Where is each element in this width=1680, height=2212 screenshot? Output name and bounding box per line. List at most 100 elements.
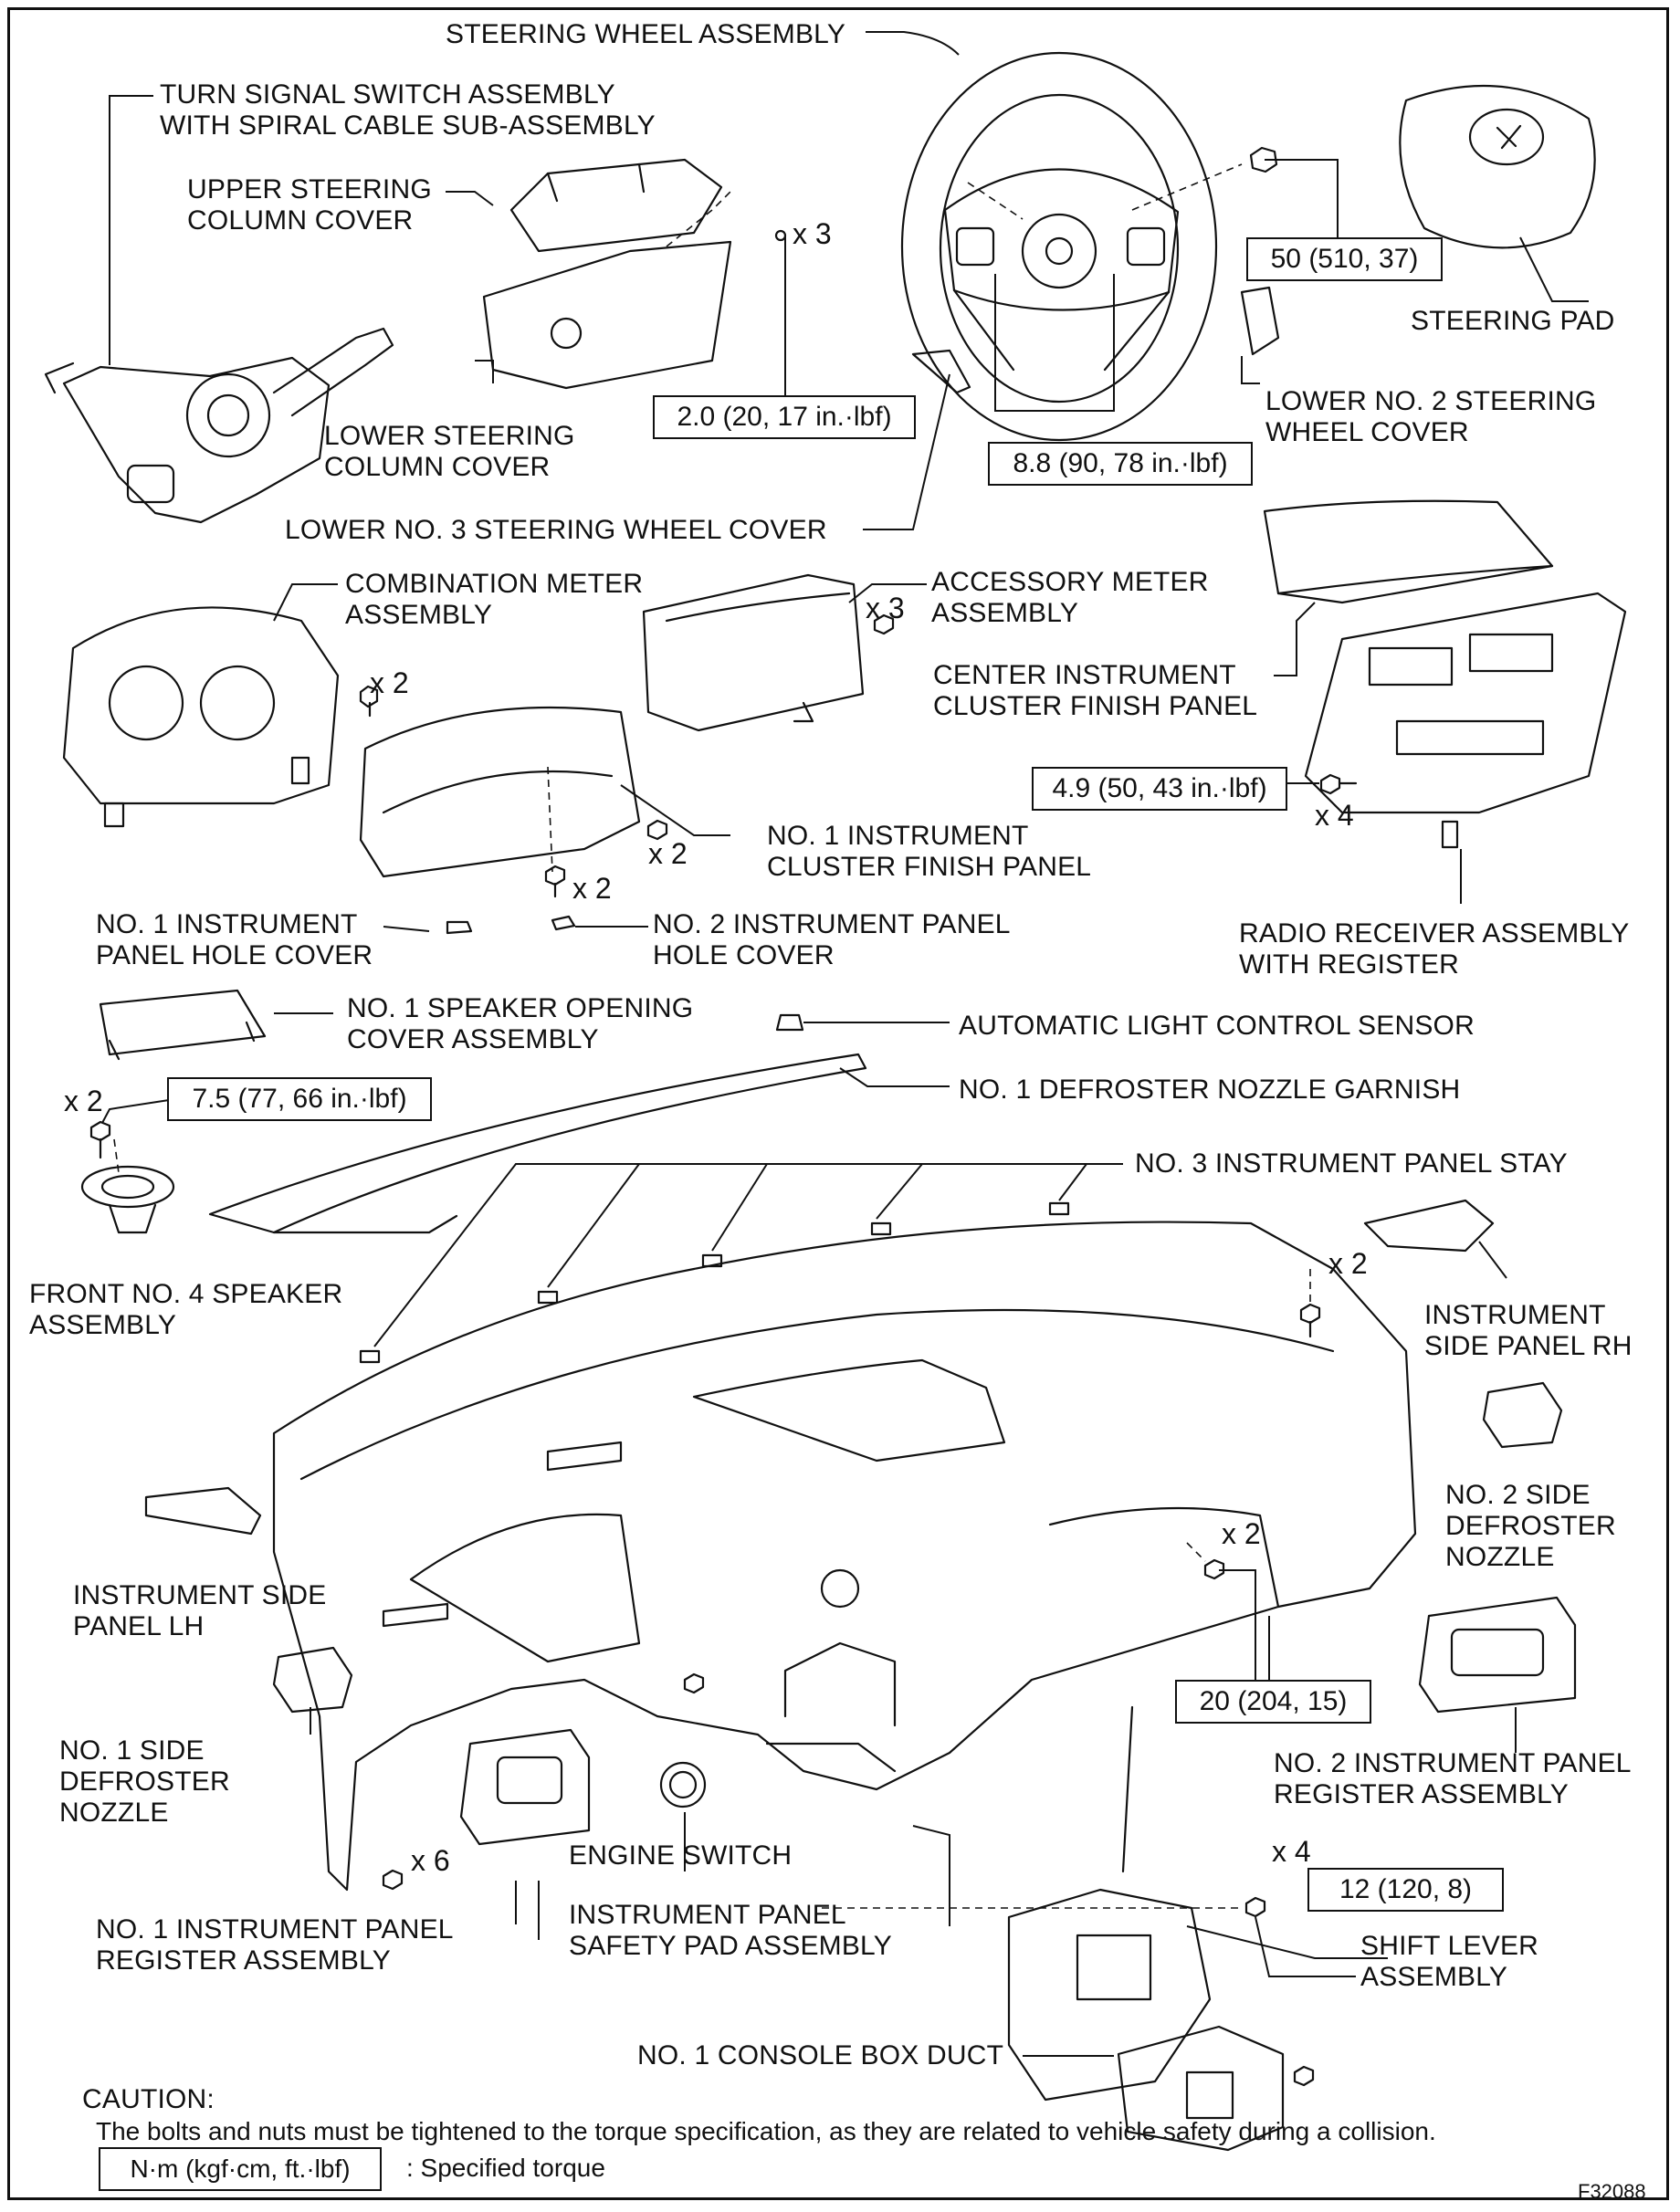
accessory-meter-illustration [642, 573, 865, 732]
label-upper-cover-1: UPPER STEERING [187, 174, 432, 204]
count-accessory-screws: x 3 [866, 592, 905, 624]
label-accessory-meter-1: ACCESSORY METER [931, 567, 1209, 597]
label-lower-no3: LOWER NO. 3 STEERING WHEEL COVER [285, 515, 827, 545]
radio-receiver-illustration [1304, 592, 1627, 849]
torque-box-pad: 50 (510, 37) [1246, 237, 1443, 281]
label-defroster-garnish: NO. 1 DEFROSTER NOZZLE GARNISH [959, 1075, 1461, 1105]
label-light-sensor: AUTOMATIC LIGHT CONTROL SENSOR [959, 1011, 1475, 1041]
no1-cluster-finish-panel-illustration [359, 706, 641, 878]
torque-box-panel: 20 (204, 15) [1175, 1680, 1371, 1724]
center-cluster-panel-illustration [1263, 499, 1554, 604]
front-speaker-illustration [80, 1165, 175, 1234]
label-no2-hole-2: HOLE COVER [653, 940, 835, 970]
label-no2-register-1: NO. 2 INSTRUMENT PANEL [1274, 1748, 1632, 1778]
count-panel-bolts: x 2 [1222, 1517, 1261, 1550]
label-shift-lever-1: SHIFT LEVER [1360, 1931, 1539, 1961]
label-panel-stay: NO. 3 INSTRUMENT PANEL STAY [1135, 1148, 1568, 1179]
label-side-lh-1: INSTRUMENT SIDE [73, 1580, 327, 1610]
leader-lines [101, 31, 1589, 2057]
label-no2-side-def-3: NOZZLE [1445, 1542, 1555, 1572]
shift-lever-illustration [1007, 1705, 1212, 2102]
torque-box-shift: 12 (120, 8) [1307, 1868, 1504, 1912]
console-duct-illustration [1117, 2025, 1285, 2152]
no2-side-defroster-illustration [1482, 1381, 1563, 1449]
engine-switch-illustration [659, 1761, 707, 1808]
caution-title: CAUTION: [82, 2084, 215, 2114]
label-no1-hole-2: PANEL HOLE COVER [96, 940, 373, 970]
torque-box-column: 2.0 (20, 17 in.·lbf) [653, 395, 916, 439]
label-shift-lever-2: ASSEMBLY [1360, 1962, 1508, 1992]
label-speaker-2: ASSEMBLY [29, 1310, 177, 1340]
label-radio-2: WITH REGISTER [1239, 949, 1459, 980]
label-combination-meter-2: ASSEMBLY [345, 600, 493, 630]
torque-legend-box: N·m (kgf·cm, ft.·lbf) [99, 2147, 382, 2191]
count-shift-nuts: x 4 [1272, 1835, 1311, 1868]
torque-box-wheel: 8.8 (90, 78 in.·lbf) [988, 442, 1253, 486]
side-panel-rh-illustration [1363, 1199, 1495, 1253]
no1-side-defroster-illustration [272, 1646, 353, 1714]
label-no1-hole-1: NO. 1 INSTRUMENT [96, 909, 358, 939]
label-turn-signal-2: WITH SPIRAL CABLE SUB-ASSEMBLY [160, 110, 656, 141]
label-safety-pad-2: SAFETY PAD ASSEMBLY [569, 1931, 892, 1961]
defroster-garnish-illustration [208, 1053, 867, 1234]
count-cluster-screws-b: x 2 [572, 872, 612, 905]
label-radio-1: RADIO RECEIVER ASSEMBLY [1239, 918, 1630, 949]
label-lower-no2-2: WHEEL COVER [1265, 417, 1469, 447]
label-no1-side-def-3: NOZZLE [59, 1798, 169, 1828]
label-lower-no2-1: LOWER NO. 2 STEERING [1265, 386, 1597, 416]
lower-column-cover-illustration [482, 240, 732, 390]
label-no1-cluster-2: CLUSTER FINISH PANEL [767, 852, 1092, 882]
count-cluster-screws-a: x 2 [648, 837, 688, 870]
label-no2-side-def-1: NO. 2 SIDE [1445, 1480, 1591, 1510]
label-console-duct: NO. 1 CONSOLE BOX DUCT [637, 2040, 1004, 2070]
label-lower-cover-1: LOWER STEERING [324, 421, 575, 451]
label-turn-signal-1: TURN SIGNAL SWITCH ASSEMBLY [160, 79, 615, 110]
label-lower-cover-2: COLUMN COVER [324, 452, 551, 482]
no1-register-illustration [459, 1728, 591, 1846]
count-meter-screws: x 2 [370, 666, 409, 699]
torque-box-radio: 4.9 (50, 43 in.·lbf) [1032, 767, 1287, 811]
label-steering-pad: STEERING PAD [1411, 306, 1615, 336]
drawing-frame [7, 7, 1669, 2200]
label-accessory-meter-2: ASSEMBLY [931, 598, 1079, 628]
count-column-screws: x 3 [793, 217, 832, 250]
turn-signal-switch-illustration [44, 327, 394, 524]
label-no1-cluster-1: NO. 1 INSTRUMENT [767, 821, 1029, 851]
label-upper-cover-2: COLUMN COVER [187, 205, 414, 236]
label-no2-side-def-2: DEFROSTER [1445, 1511, 1616, 1541]
steering-pad-illustration [1399, 84, 1596, 249]
label-side-rh-1: INSTRUMENT [1424, 1300, 1606, 1330]
speaker-cover-illustration [99, 989, 267, 1061]
label-no1-side-def-2: DEFROSTER [59, 1766, 230, 1797]
label-no1-side-def-1: NO. 1 SIDE [59, 1735, 205, 1766]
dashed-guides [113, 163, 1311, 1909]
label-center-cluster-2: CLUSTER FINISH PANEL [933, 691, 1258, 721]
figure-id: F32088 [1578, 2180, 1646, 2203]
label-safety-pad-1: INSTRUMENT PANEL [569, 1900, 846, 1930]
torque-box-speaker: 7.5 (77, 66 in.·lbf) [167, 1077, 432, 1121]
count-frame-bolts: x 6 [411, 1844, 450, 1877]
label-no2-register-2: REGISTER ASSEMBLY [1274, 1779, 1569, 1809]
no2-register-illustration [1418, 1596, 1577, 1714]
label-speaker-cover-1: NO. 1 SPEAKER OPENING [347, 993, 694, 1023]
label-no1-register-2: REGISTER ASSEMBLY [96, 1945, 391, 1976]
label-speaker-1: FRONT NO. 4 SPEAKER [29, 1279, 343, 1309]
upper-column-cover-illustration [509, 158, 723, 253]
label-steering-wheel: STEERING WHEEL ASSEMBLY [446, 19, 846, 49]
instrument-panel-safety-pad-illustration [272, 1221, 1417, 1892]
label-side-rh-2: SIDE PANEL RH [1424, 1331, 1633, 1361]
label-side-lh-2: PANEL LH [73, 1611, 205, 1641]
steering-wheel-illustration [900, 51, 1218, 442]
caution-text: The bolts and nuts must be tightened to … [96, 2117, 1436, 2145]
label-engine-switch: ENGINE SWITCH [569, 1840, 793, 1871]
label-no1-register-1: NO. 1 INSTRUMENT PANEL [96, 1914, 454, 1945]
label-combination-meter-1: COMBINATION METER [345, 569, 644, 599]
count-speaker-screws: x 2 [64, 1085, 103, 1117]
count-radio-screws: x 4 [1315, 799, 1354, 832]
side-panel-lh-illustration [144, 1486, 262, 1536]
label-no2-hole-1: NO. 2 INSTRUMENT PANEL [653, 909, 1011, 939]
torque-legend-suffix: : Specified torque [406, 2154, 605, 2182]
combination-meter-illustration [62, 606, 340, 828]
label-speaker-cover-2: COVER ASSEMBLY [347, 1024, 599, 1054]
